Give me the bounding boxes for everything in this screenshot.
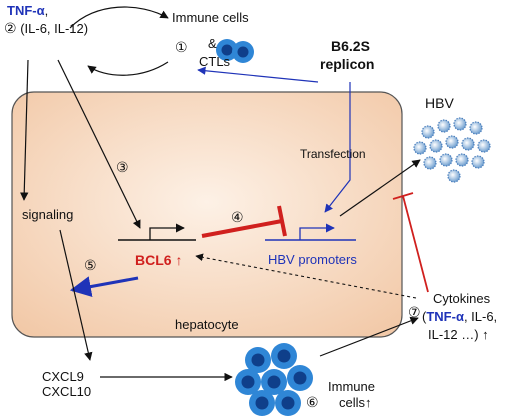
bcl6-promoter-arrow: [149, 223, 185, 240]
bcl6-to-signaling-arrow: [69, 276, 139, 297]
cycle-arrow-top: [69, 6, 169, 29]
tnf-to-signaling-arrow: [20, 59, 29, 201]
step-7-marker: ⑦: [408, 305, 421, 321]
cytokines-label: Cytokines: [433, 291, 491, 306]
step-1-marker: ①: [175, 40, 188, 56]
promoter-to-hbv-arrow: [339, 159, 421, 217]
replicon-line2: replicon: [320, 56, 375, 72]
bcl6-up-arrow: ↑: [175, 252, 183, 268]
transfection-label: Transfection: [300, 147, 366, 161]
cytokines-il6-label: , IL-6,: [463, 309, 498, 324]
cycle-arrow-bottom: [87, 61, 169, 76]
immune-cells-bottom-line2: cells↑: [339, 395, 372, 410]
il-label: (IL-6, IL-12): [20, 21, 89, 36]
hbv-promoter-arrow: [299, 223, 335, 240]
hepatocyte-cell: [11, 91, 403, 338]
hepatocyte-label: hepatocyte: [175, 317, 239, 332]
ampersand-label: &: [208, 36, 217, 51]
cytokine-inhibition-bar: [392, 192, 414, 200]
hbv-label: HBV: [425, 95, 454, 111]
immune-cell-cluster-icon: [235, 343, 313, 416]
cxcl9-label: CXCL9: [42, 369, 84, 384]
replicon-line1: B6.2S: [331, 38, 370, 54]
cytokine-inhibits-hbv-line: [402, 195, 429, 293]
ctls-label: CTLs: [199, 54, 231, 69]
step-6-marker: ⑥: [306, 395, 319, 411]
tnf-to-bcl6-arrow: [57, 59, 141, 229]
cytokines-il12-label: IL-12 …) ↑: [428, 327, 489, 342]
cytokine-to-bcl6-dashed-arrow: [195, 253, 417, 299]
step-4-marker: ④: [231, 210, 244, 226]
signaling-to-cxcl-arrow: [59, 229, 93, 361]
bcl6-inhibition-bar: [277, 205, 287, 237]
cytokines-paren-open: (: [422, 309, 427, 324]
tnf-comma: ,: [44, 3, 49, 18]
hbv-promoters-label: HBV promoters: [268, 252, 357, 267]
bcl6-inhibits-hbv-line: [201, 219, 283, 238]
tnf-alpha-label: TNF-α: [7, 3, 45, 18]
step-5-marker: ⑤: [84, 258, 97, 274]
cxcl10-label: CXCL10: [42, 384, 92, 399]
replicon-to-ctl-arrow: [197, 66, 319, 83]
bcl6-label: BCL6: [135, 252, 172, 268]
immune-to-cytokine-arrow: [319, 316, 419, 357]
transfection-arrow: [324, 82, 351, 213]
immune-cells-label: Immune cells: [172, 10, 249, 25]
hbv-virion-cluster-icon: [413, 117, 491, 183]
immune-cell-pair-icon: [216, 39, 254, 63]
cytokines-tnf-label: TNF-α: [426, 309, 464, 324]
step-3-marker: ③: [116, 160, 129, 176]
immune-cells-bottom-line1: Immune: [328, 379, 375, 394]
signaling-label: signaling: [22, 207, 74, 222]
step-2-marker: ②: [4, 21, 17, 37]
